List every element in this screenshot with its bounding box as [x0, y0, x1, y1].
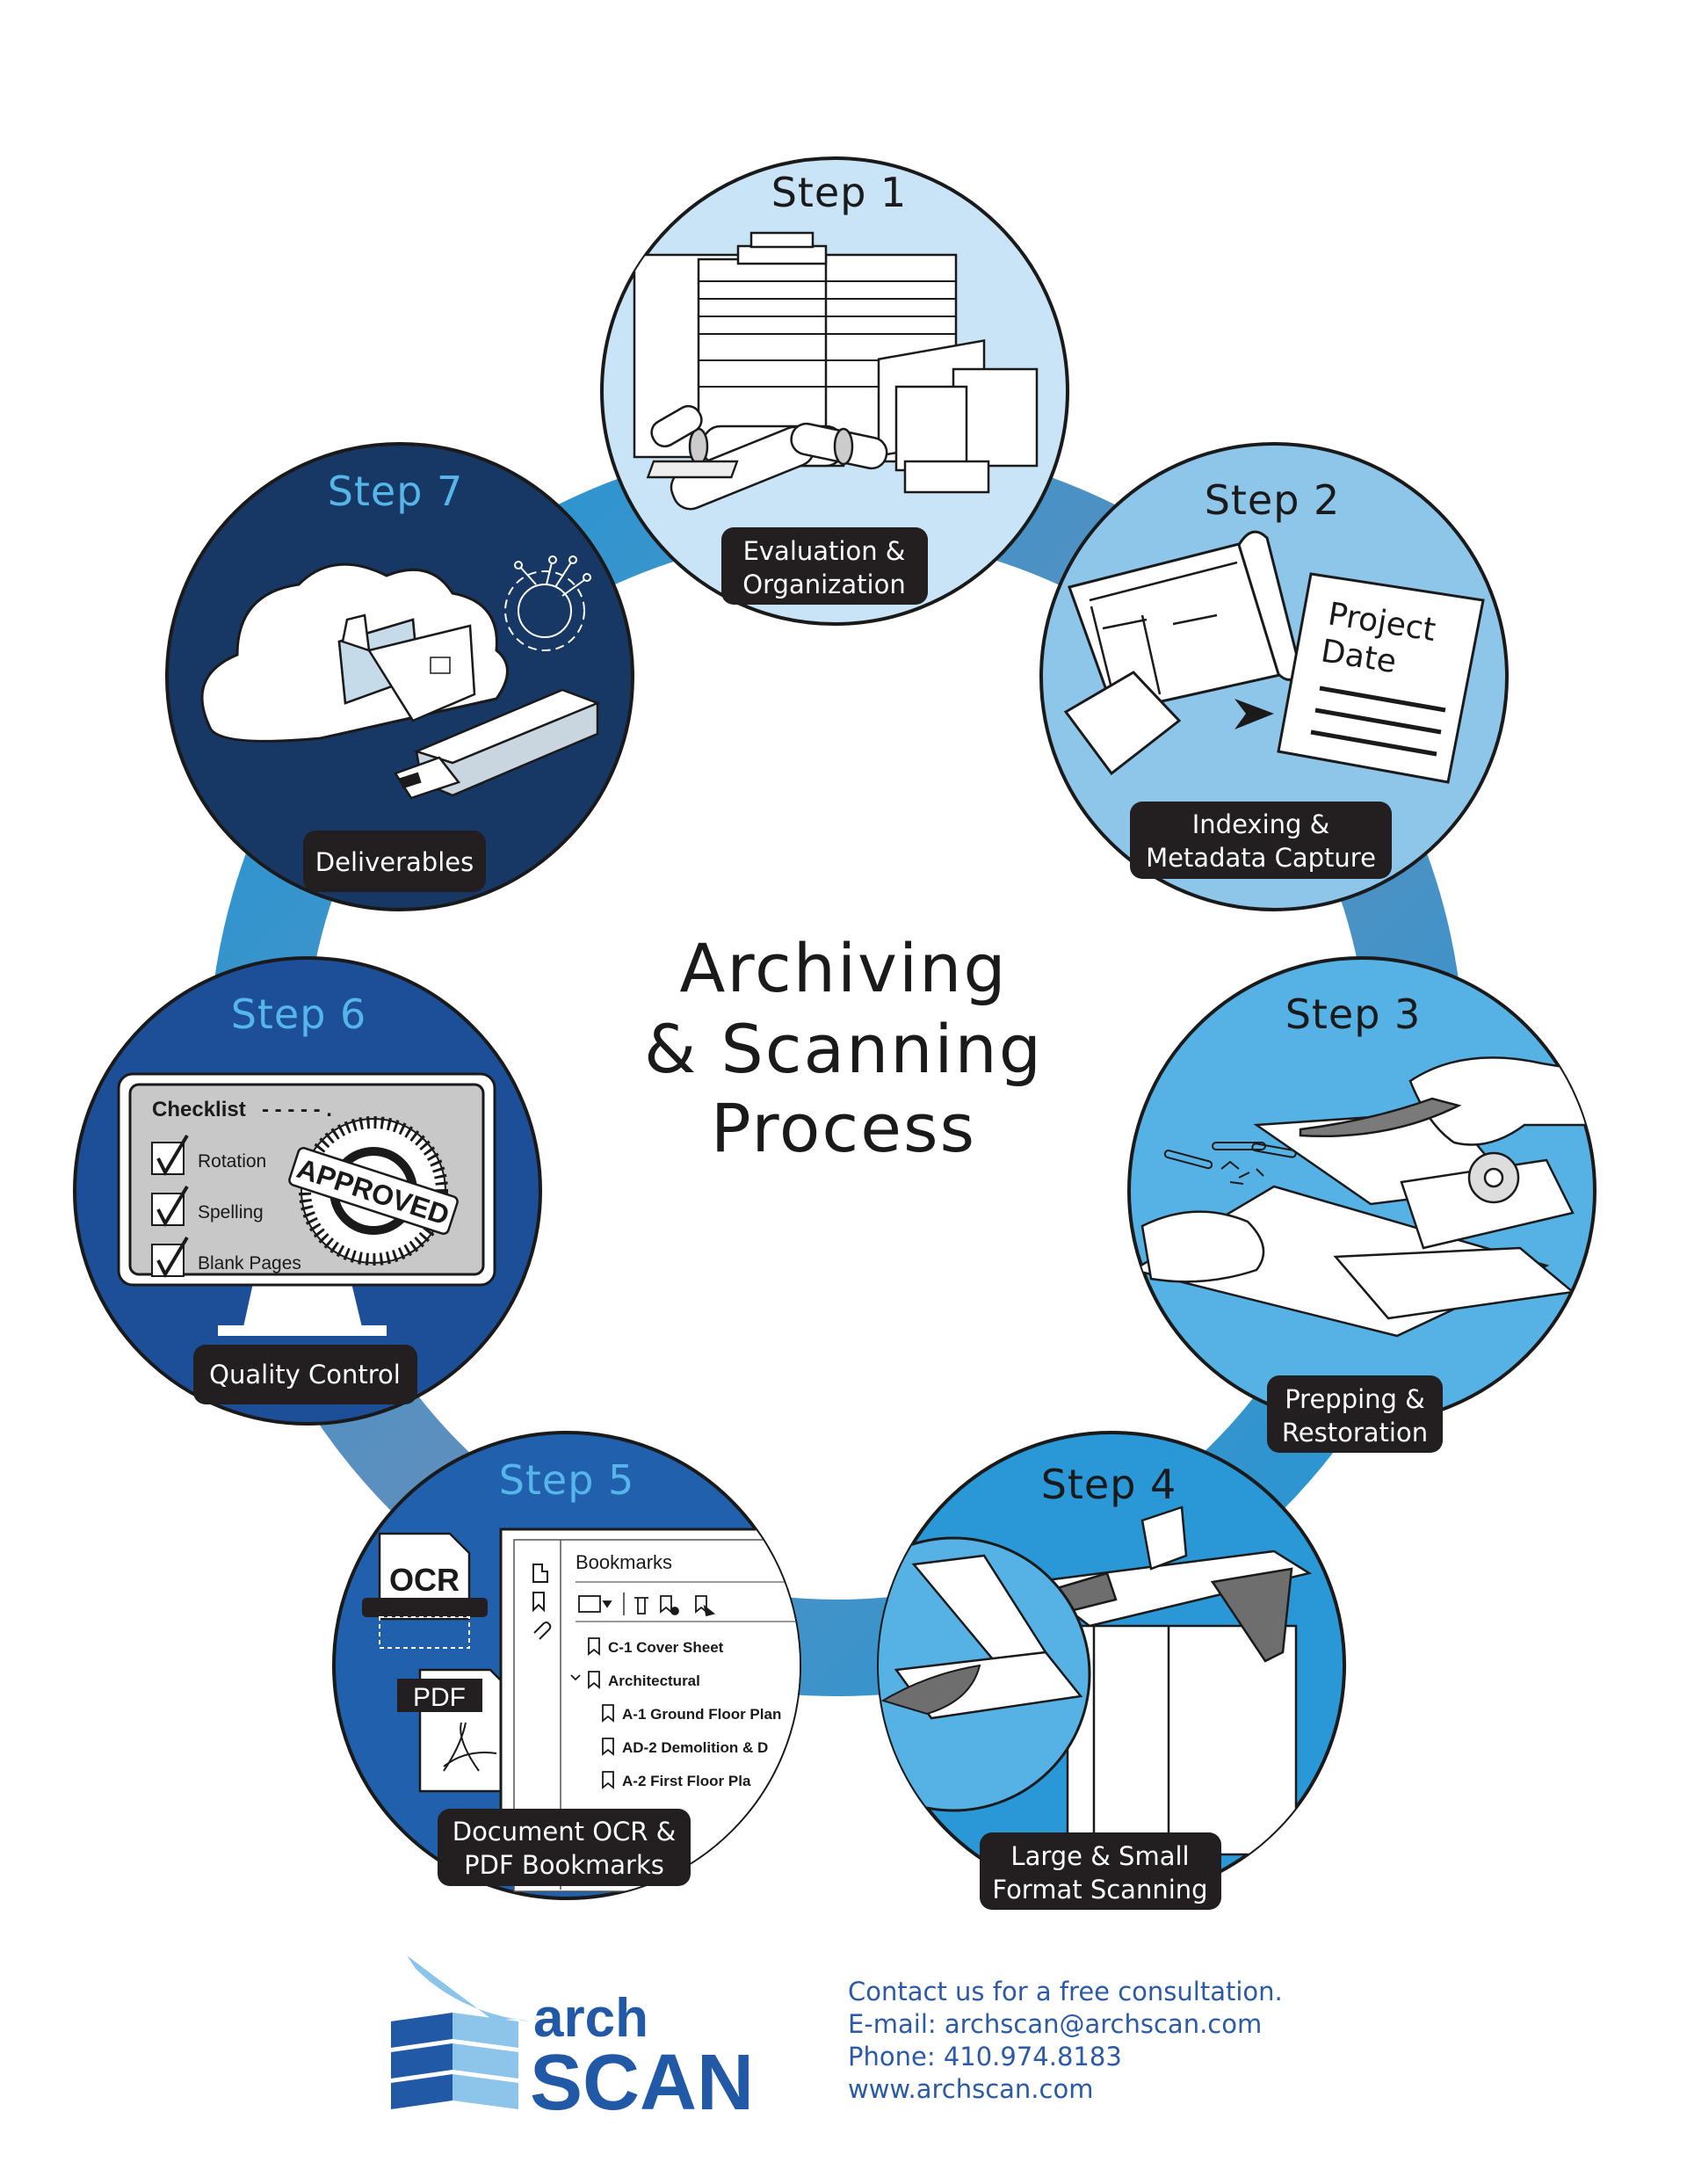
cabinets-illustration-icon: [633, 231, 1039, 511]
bookmark-icon: [602, 1704, 614, 1723]
step-4-label-badge: [980, 1832, 1221, 1910]
contact-phone[interactable]: Phone: 410.974.8183: [848, 2042, 1122, 2072]
checklist-item-label: Spelling: [198, 1202, 264, 1223]
expand-chevron-icon[interactable]: [570, 1674, 581, 1681]
title-line-1: Archiving: [679, 929, 1007, 1007]
step-1-label-line-2: Organization: [742, 570, 905, 599]
chevron-down-icon[interactable]: [602, 1600, 612, 1608]
bookmark-icon: [602, 1738, 614, 1756]
step-2-label-badge: [1130, 802, 1392, 879]
checkmark-icon: [156, 1134, 189, 1177]
checkmark-icon: [156, 1236, 189, 1279]
gear-circuit-icon: [504, 555, 591, 651]
checklist: Checklist - - - - - . RotationSpellingBl…: [151, 1098, 332, 1279]
bookmark-item[interactable]: AD-2 Demolition & D: [602, 1738, 768, 1756]
pdf-label: PDF: [413, 1683, 466, 1712]
bookmark-item[interactable]: C-1 Cover Sheet: [588, 1637, 724, 1656]
checklist-item-label: Rotation: [198, 1151, 266, 1172]
step-2-title: Step 2: [1205, 476, 1341, 524]
bookmark-item[interactable]: A-1 Ground Floor Plan: [602, 1704, 781, 1723]
footer-logo: arch SCAN: [391, 1955, 754, 2114]
bookmark-label: C-1 Cover Sheet: [608, 1639, 724, 1656]
step-6-label-line-1: Quality Control: [209, 1360, 401, 1389]
bookmarks-toolbar: [578, 1593, 715, 1617]
prepping-tools-icon: [1130, 1056, 1595, 1338]
contact-website[interactable]: www.archscan.com: [848, 2074, 1094, 2104]
step-4: Step 4 Large & Small Format Scanning: [877, 1431, 1346, 1910]
checklist-title: Checklist: [152, 1098, 246, 1121]
bookmark-label: AD-2 Demolition & D: [622, 1739, 768, 1756]
bookmark-icon: [588, 1671, 600, 1689]
attachment-icon[interactable]: [533, 1622, 552, 1640]
center-title: Archiving & Scanning Process: [644, 929, 1043, 1167]
bookmark-item[interactable]: Architectural: [570, 1671, 700, 1689]
step-4-label-line-2: Format Scanning: [992, 1875, 1207, 1905]
step-1-label-badge: [721, 527, 928, 605]
title-line-2: & Scanning: [644, 1010, 1043, 1088]
contact-info: Contact us for a free consultation. E-ma…: [848, 1976, 1283, 2106]
pages-icon[interactable]: [532, 1564, 548, 1583]
find-bookmark-icon[interactable]: [695, 1595, 707, 1614]
checklist-item-label: Blank Pages: [198, 1253, 301, 1273]
step-6: Step 6 Checklist - - - - - . RotationSpe…: [73, 956, 542, 1426]
step-7-title: Step 7: [328, 468, 464, 515]
archscan-logo-icon: [391, 1955, 530, 2109]
step-5-title: Step 5: [499, 1456, 635, 1504]
pdf-document-icon: PDF: [397, 1668, 510, 1793]
logo-word-arch: arch: [533, 1988, 648, 2049]
bookmark-label: A-1 Ground Floor Plan: [622, 1706, 781, 1723]
step-7: Step 7 Deliverables: [165, 442, 634, 911]
blueprint-and-notebook-icon: [1063, 530, 1302, 776]
options-menu-icon[interactable]: [578, 1595, 601, 1613]
step-7-label-line-1: Deliverables: [315, 847, 474, 877]
bookmark-item[interactable]: A-2 First Floor Pla: [602, 1771, 751, 1789]
step-7-label-badge: [303, 831, 486, 892]
contact-email[interactable]: E-mail: archscan@archscan.com: [848, 2009, 1263, 2039]
step-5-label-line-2: PDF Bookmarks: [464, 1850, 664, 1880]
delete-icon[interactable]: [634, 1597, 648, 1614]
approved-stamp-icon: APPROVED: [288, 1116, 459, 1266]
new-bookmark-icon[interactable]: [660, 1595, 672, 1614]
step-2-label-line-2: Metadata Capture: [1146, 843, 1376, 873]
bookmarks-panel-title: Bookmarks: [576, 1551, 672, 1573]
logo-word-scan: SCAN: [530, 2039, 754, 2114]
checklist-item: Spelling: [151, 1185, 264, 1228]
step-1: Step 1: [600, 156, 1069, 626]
checklist-item: Rotation: [151, 1134, 266, 1177]
title-line-3: Process: [711, 1089, 976, 1167]
arrow-right-icon: [1234, 699, 1274, 729]
step-3-title: Step 3: [1285, 990, 1422, 1038]
step-5-label-badge: [438, 1809, 691, 1886]
step-5: Step 5 OCR PDF Bookmarks: [332, 1431, 801, 1900]
usb-drive-icon: [394, 688, 601, 800]
bookmark-label: A-2 First Floor Pla: [622, 1773, 751, 1789]
step-1-title: Step 1: [771, 169, 908, 216]
step-3-label-line-1: Prepping &: [1285, 1384, 1425, 1414]
ocr-document-icon: OCR: [362, 1532, 488, 1649]
checklist-item: Blank Pages: [151, 1236, 301, 1279]
step-2-label-line-1: Indexing &: [1192, 809, 1330, 839]
step-6-title: Step 6: [231, 990, 367, 1038]
ocr-label: OCR: [389, 1562, 460, 1598]
step-6-label-badge: [193, 1345, 417, 1404]
step-2: Step 2 Project Date Indexi: [1039, 442, 1509, 911]
bookmark-icon: [602, 1771, 614, 1789]
bookmark-icon: [588, 1637, 600, 1656]
index-sheet: Project Date: [1277, 572, 1485, 784]
step-3: Step 3 Prepping & Restoration: [1127, 956, 1596, 1453]
contact-tagline: Contact us for a free consultation.: [848, 1977, 1283, 2006]
checkmark-icon: [156, 1185, 189, 1228]
step-4-label-line-1: Large & Small: [1010, 1841, 1189, 1871]
bookmark-tab-icon[interactable]: [532, 1592, 545, 1613]
step-3-label-line-2: Restoration: [1282, 1418, 1428, 1448]
file-drawer-icon: [337, 613, 476, 722]
step-4-title: Step 4: [1041, 1461, 1177, 1508]
checklist-dots: - - - - - .: [262, 1098, 332, 1121]
scanner-illustration-icon: [1029, 1506, 1313, 1856]
step-1-label-line-1: Evaluation &: [743, 536, 906, 566]
step-3-label-badge: [1267, 1375, 1443, 1453]
bookmark-label: Architectural: [608, 1672, 700, 1689]
step-5-label-line-1: Document OCR &: [453, 1817, 677, 1847]
